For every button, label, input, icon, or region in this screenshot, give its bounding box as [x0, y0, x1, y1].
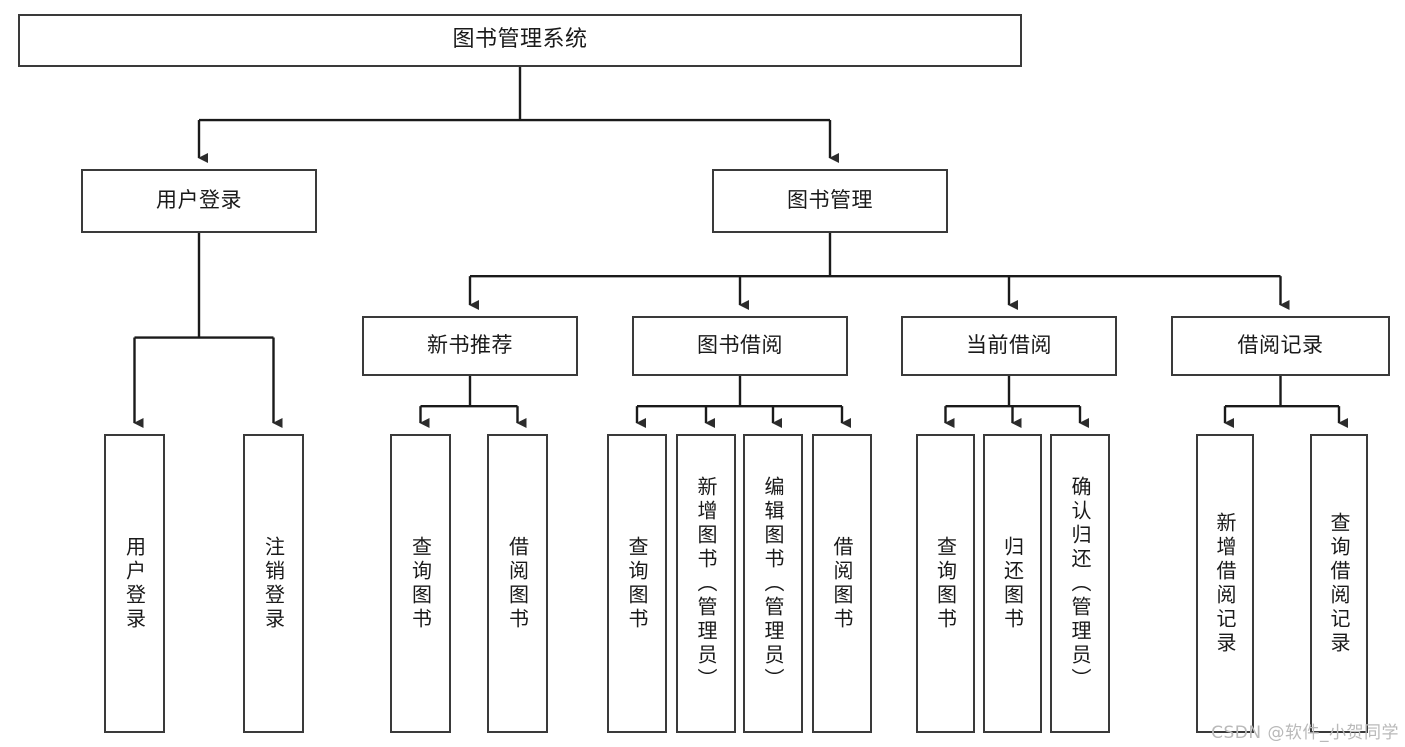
node-book-management[interactable]: 图书管理: [712, 169, 948, 233]
leaf-borrow-book-new[interactable]: 借阅图书: [487, 434, 548, 733]
node-current-borrow[interactable]: 当前借阅: [901, 316, 1117, 376]
node-label: 确认归还（管理员）: [1068, 475, 1092, 692]
node-label: 图书借阅: [697, 333, 783, 358]
watermark-text: CSDN @软件_小贺同学: [1211, 723, 1399, 743]
node-label: 注销登录: [261, 535, 286, 632]
leaf-query-book-current[interactable]: 查询图书: [916, 434, 975, 733]
leaf-add-book-admin[interactable]: 新增图书（管理员）: [676, 434, 736, 733]
node-root[interactable]: 图书管理系统: [18, 14, 1022, 67]
node-book-borrow[interactable]: 图书借阅: [632, 316, 848, 376]
leaf-user-login[interactable]: 用户登录: [104, 434, 165, 733]
node-label: 借阅记录: [1237, 333, 1324, 358]
leaf-query-borrow-record[interactable]: 查询借阅记录: [1310, 434, 1368, 733]
node-label: 编辑图书（管理员）: [761, 475, 785, 692]
node-label: 查询图书: [408, 535, 433, 632]
node-label: 归还图书: [1000, 535, 1025, 632]
leaf-add-borrow-record[interactable]: 新增借阅记录: [1196, 434, 1254, 733]
node-label: 图书管理: [787, 188, 873, 213]
leaf-borrow-book[interactable]: 借阅图书: [812, 434, 872, 733]
node-borrow-record[interactable]: 借阅记录: [1171, 316, 1390, 376]
node-label: 查询借阅记录: [1327, 511, 1351, 656]
leaf-query-book-borrow[interactable]: 查询图书: [607, 434, 667, 733]
node-label: 用户登录: [122, 535, 147, 632]
leaf-return-book[interactable]: 归还图书: [983, 434, 1042, 733]
node-new-book-recommend[interactable]: 新书推荐: [362, 316, 578, 376]
leaf-confirm-return-admin[interactable]: 确认归还（管理员）: [1050, 434, 1110, 733]
node-label: 查询图书: [625, 535, 649, 632]
node-label: 新增借阅记录: [1213, 511, 1237, 656]
node-label: 新增图书（管理员）: [694, 475, 718, 692]
leaf-query-book-new[interactable]: 查询图书: [390, 434, 451, 733]
node-label: 当前借阅: [966, 333, 1052, 358]
node-label: 借阅图书: [830, 535, 854, 632]
node-label: 借阅图书: [505, 535, 530, 632]
node-label: 新书推荐: [427, 333, 513, 358]
leaf-user-logout[interactable]: 注销登录: [243, 434, 304, 733]
leaf-edit-book-admin[interactable]: 编辑图书（管理员）: [743, 434, 803, 733]
node-label: 用户登录: [156, 188, 242, 213]
node-label: 查询图书: [933, 535, 958, 632]
node-label: 图书管理系统: [452, 27, 588, 53]
node-user-login[interactable]: 用户登录: [81, 169, 317, 233]
